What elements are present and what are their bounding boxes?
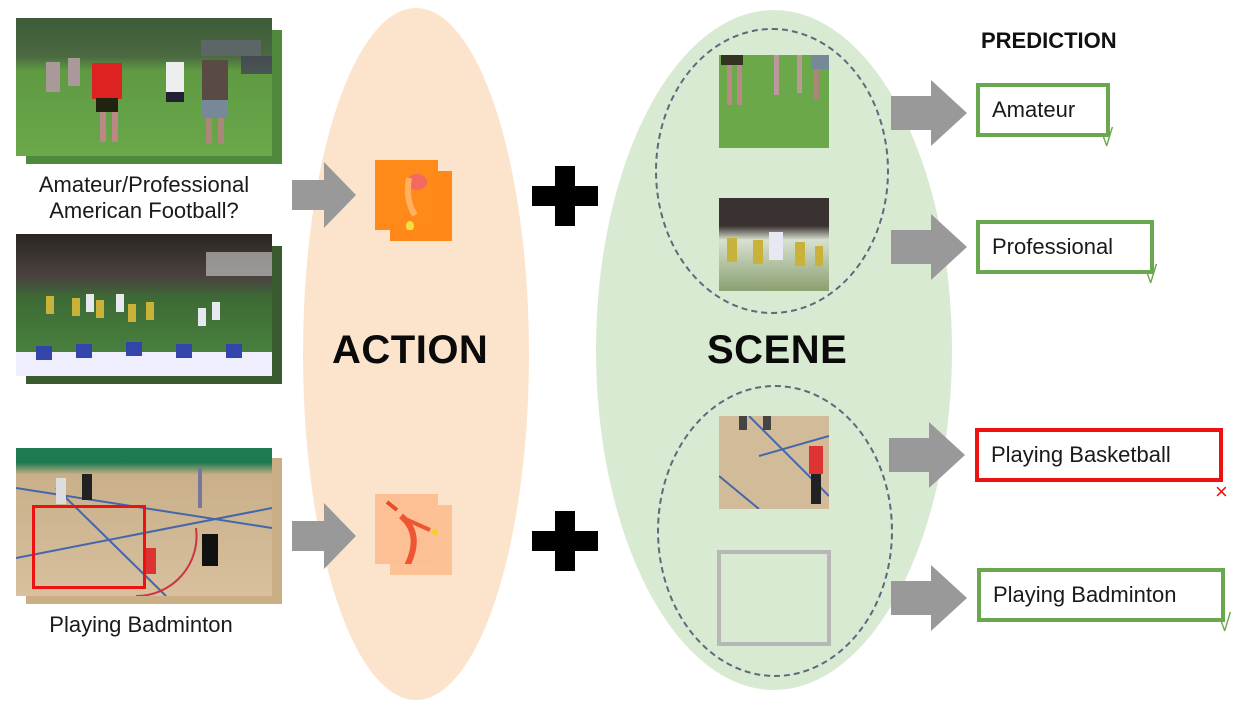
input-caption-badminton: Playing Badminton	[49, 612, 233, 637]
action-label: ACTION	[332, 328, 489, 372]
scene-crop-court	[719, 416, 829, 509]
legs-illustration	[721, 55, 829, 105]
optical-flow-football	[375, 160, 438, 231]
cross-icon: ×	[1215, 479, 1228, 504]
scene-label: SCENE	[707, 328, 848, 372]
check-icon: √	[1100, 125, 1114, 152]
prediction-basketball: Playing Basketball	[975, 428, 1223, 482]
caption-line-1: Amateur/Professional	[38, 172, 250, 197]
prediction-amateur: Amateur	[976, 83, 1110, 137]
scene-crop-amateur	[719, 55, 829, 148]
arrow-icon	[891, 214, 967, 280]
court-crop-illustration	[719, 416, 829, 509]
professional-football-photo	[16, 234, 272, 376]
arrow-icon	[292, 162, 356, 228]
scene-crop-professional	[719, 198, 829, 291]
flow-pattern	[404, 174, 427, 231]
action-ellipse	[303, 8, 529, 700]
empty-scene-placeholder	[717, 550, 831, 646]
scene-group-badminton	[657, 385, 893, 677]
prediction-label: Playing Basketball	[991, 442, 1171, 467]
prediction-label: Playing Badminton	[993, 582, 1177, 607]
badminton-highlight-box	[32, 505, 146, 589]
amateur-players-illustration	[46, 40, 272, 144]
players-illustration	[727, 232, 823, 266]
prediction-title: PREDICTION	[981, 28, 1117, 53]
arrow-icon	[889, 422, 965, 488]
check-icon: √	[1144, 262, 1158, 289]
badminton-court-photo	[16, 448, 272, 596]
caption-line-2: American Football?	[49, 198, 239, 223]
plus-icon	[532, 166, 598, 226]
arrow-icon	[292, 503, 356, 569]
optical-flow-badminton	[375, 494, 438, 568]
prediction-badminton: Playing Badminton	[977, 568, 1225, 622]
prediction-professional: Professional	[976, 220, 1154, 274]
prediction-label: Amateur	[992, 97, 1076, 122]
arrow-icon	[891, 565, 967, 631]
input-caption-football: Amateur/Professional American Football?	[10, 172, 278, 224]
amateur-football-photo	[16, 18, 272, 156]
plus-icon	[532, 511, 598, 571]
flow-pattern	[385, 500, 438, 568]
scene-group-football	[655, 28, 889, 314]
check-icon: √	[1218, 610, 1232, 637]
arrow-icon	[891, 80, 967, 146]
prediction-label: Professional	[992, 234, 1114, 259]
stadium-illustration	[16, 252, 272, 376]
